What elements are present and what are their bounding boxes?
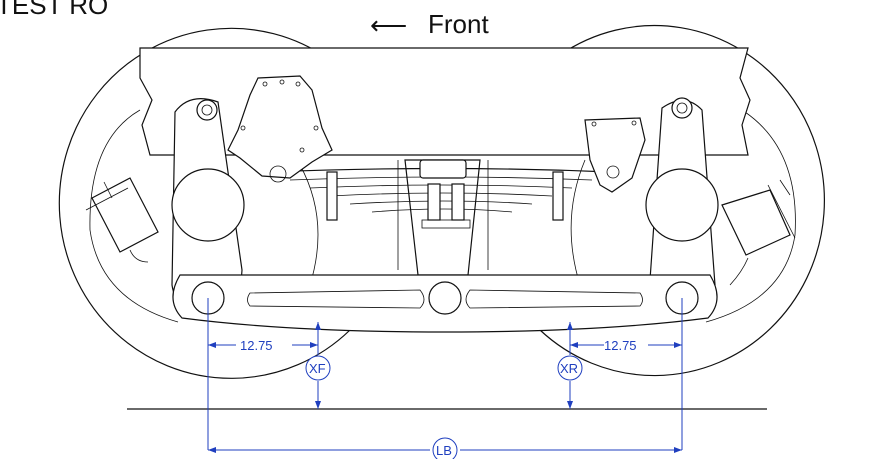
rear-offset-label: 12.75 [604, 338, 637, 353]
front-label: Front [428, 9, 489, 39]
leaf-spring [269, 159, 611, 229]
wheelbase-label: LB [436, 443, 452, 458]
rear-wheel [539, 24, 825, 377]
corner-title: TEST RO [0, 0, 108, 20]
dimension-lines: 12.75 12.75 XF XR LB [207, 298, 683, 459]
front-direction-label: ⟵ Front [370, 9, 489, 40]
rear-spring-bracket [584, 117, 646, 193]
frame-rail [139, 47, 751, 156]
rear-axle-height-label: XR [560, 361, 578, 376]
front-axle-height-label: XF [309, 361, 326, 376]
front-air-chamber [85, 177, 159, 263]
rear-air-chamber [721, 179, 796, 286]
front-wheel [58, 27, 351, 379]
front-offset-label: 12.75 [240, 338, 273, 353]
front-arrow-icon: ⟵ [370, 10, 407, 40]
front-spring-bracket [227, 75, 333, 179]
